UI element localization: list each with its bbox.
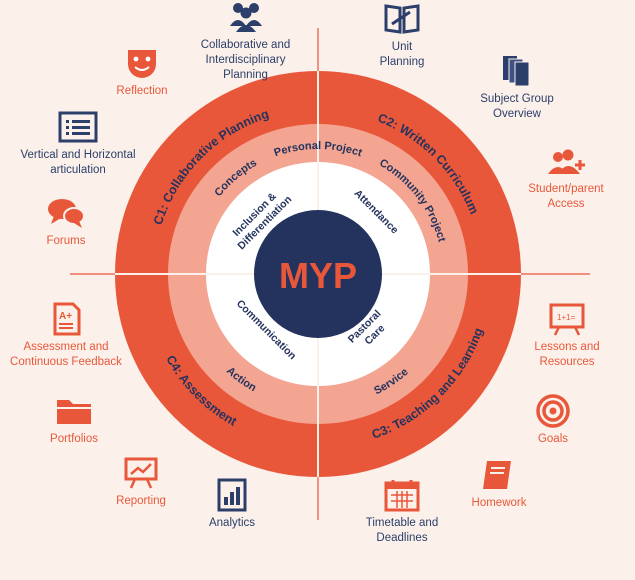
report-analytics-icon — [217, 478, 247, 512]
item-reporting[interactable]: Reporting — [108, 456, 174, 509]
item-homework[interactable]: Homework — [462, 458, 536, 511]
item-unit-planning[interactable]: Unit Planning — [362, 2, 442, 70]
item-student-parent[interactable]: Student/parent Access — [518, 144, 614, 212]
item-label: Vertical and Horizontal articulation — [20, 149, 136, 176]
item-label: Analytics — [208, 517, 256, 529]
item-label: Assessment and Continuous Feedback — [10, 341, 122, 368]
item-label: Homework — [471, 497, 527, 509]
chat-bubbles-icon — [48, 199, 85, 228]
item-label: Subject Group Overview — [480, 93, 554, 120]
svg-text:1+1=: 1+1= — [557, 313, 576, 322]
item-subject-group[interactable]: Subject Group Overview — [462, 54, 572, 122]
mask-icon — [128, 50, 156, 78]
item-label: Timetable and Deadlines — [365, 517, 439, 544]
item-label: Reporting — [116, 495, 166, 507]
folder-icon — [57, 400, 91, 424]
graded-paper-icon: A+ — [53, 302, 81, 336]
add-user-icon — [548, 149, 585, 174]
item-reflection[interactable]: Reflection — [106, 46, 178, 99]
item-assessment-feedback[interactable]: A+ Assessment and Continuous Feedback — [2, 302, 130, 370]
center-circle — [254, 210, 382, 338]
item-label: Forums — [46, 235, 86, 247]
item-collaborative-planning[interactable]: Collaborative and Interdisciplinary Plan… — [178, 0, 313, 83]
notebook-icon — [483, 461, 511, 489]
item-vertical-horizontal[interactable]: Vertical and Horizontal articulation — [8, 110, 148, 178]
item-label: Lessons and Resources — [534, 341, 600, 368]
item-portfolios[interactable]: Portfolios — [40, 394, 108, 447]
item-label: Collaborative and Interdisciplinary Plan… — [200, 39, 291, 81]
people-icon — [229, 3, 262, 32]
presentation-chart-icon — [124, 457, 158, 489]
svg-text:A+: A+ — [59, 311, 72, 322]
blackboard-icon: 1+1= — [549, 303, 585, 336]
item-timetable-deadlines[interactable]: Timetable and Deadlines — [352, 478, 452, 546]
item-label: Goals — [537, 433, 569, 445]
target-icon — [536, 394, 570, 428]
list-document-icon — [58, 111, 98, 143]
item-analytics[interactable]: Analytics — [200, 478, 264, 531]
center-label: MYP — [279, 255, 357, 296]
item-label: Reflection — [116, 85, 168, 97]
stacked-pages-icon — [503, 56, 530, 87]
item-lessons-resources[interactable]: 1+1= Lessons and Resources — [524, 302, 610, 370]
book-icon — [384, 4, 420, 34]
item-label: Unit Planning — [379, 41, 425, 68]
item-goals[interactable]: Goals — [528, 394, 578, 447]
item-label: Portfolios — [50, 433, 98, 445]
item-label: Student/parent Access — [528, 183, 604, 210]
item-forums[interactable]: Forums — [36, 196, 96, 249]
calendar-icon — [384, 480, 420, 512]
